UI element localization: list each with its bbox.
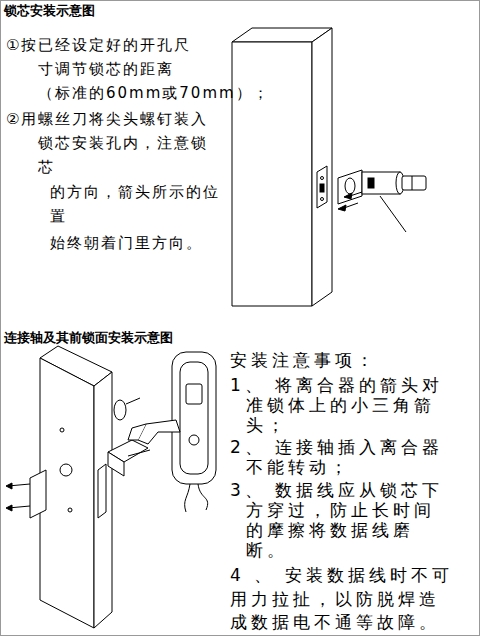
note-text: 置: [50, 207, 67, 225]
note-text: 4 、 安装数据线时不可: [230, 565, 453, 585]
note-text: ①按已经设定好的开孔尺: [6, 36, 191, 54]
heading: 连接轴及其前锁面安装示意图: [4, 330, 173, 346]
note-text: 1、 将离合器的箭头对: [230, 375, 443, 395]
note-text: 安装注意事项：: [230, 350, 377, 370]
note-text: 用力拉扯，以防脱焊造: [230, 589, 440, 609]
note-text: ②用螺丝刀将尖头螺钉装入: [6, 110, 208, 128]
note-text: 的摩擦将数据线磨: [246, 520, 414, 540]
note-text: 断。: [246, 540, 288, 560]
note-text: 寸调节锁芯的距离: [38, 60, 174, 78]
note-text: 芯: [38, 158, 55, 176]
note-text: 准锁体上的小三角箭: [246, 395, 435, 415]
note-text: 的方向，箭头所示的位: [50, 183, 220, 201]
note-text: 始终朝着门里方向。: [50, 234, 203, 252]
note-text: 头；: [246, 415, 288, 435]
note-text: 方穿过，防止长时间: [246, 500, 435, 520]
note-text: 锁芯安装孔内，注意锁: [38, 134, 208, 152]
note-text: 2、 连接轴插入离合器: [230, 437, 443, 457]
note-text: 成数据电不通等故障。: [230, 612, 440, 632]
note-text: （标准的60mm或70mm）；: [38, 84, 270, 102]
note-text: 不能转动；: [246, 457, 351, 477]
heading: 锁芯安装示意图: [4, 3, 95, 19]
note-text: 3、 数据线应从锁芯下: [230, 480, 443, 500]
